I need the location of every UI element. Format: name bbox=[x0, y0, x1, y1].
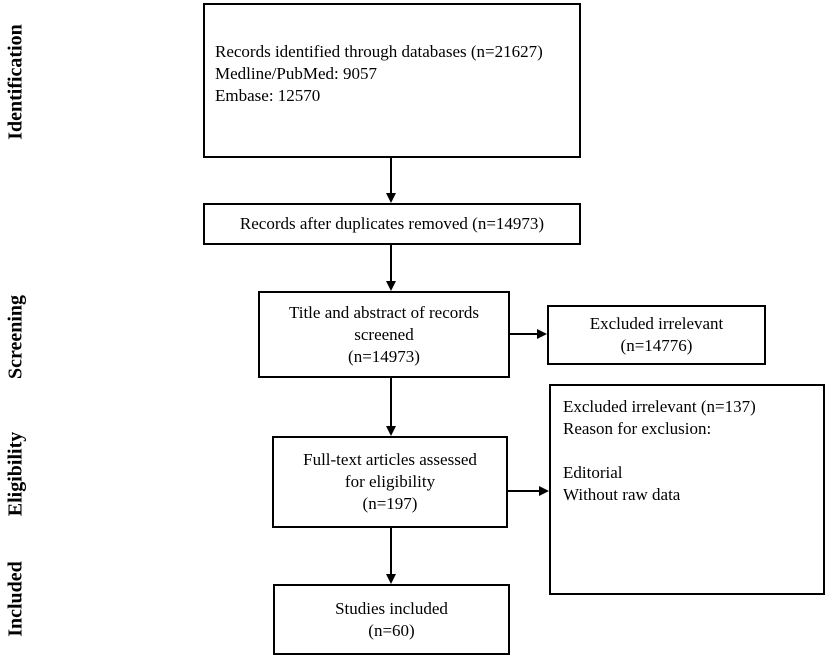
exclusion-reason-no-raw-data: Without raw data bbox=[563, 485, 681, 504]
excluded-screening-label: Excluded irrelevant bbox=[589, 314, 724, 333]
duplicates-removed-text: Records after duplicates removed (n=1497… bbox=[239, 214, 545, 233]
exclusion-reason-editorial: Editorial bbox=[563, 463, 623, 482]
screened-line2: screened bbox=[354, 324, 414, 344]
records-identified-total: Records identified through databases (n=… bbox=[215, 42, 543, 61]
duplicates-removed-box: Records after duplicates removed (n=1497… bbox=[203, 203, 581, 245]
excluded-screening-box: Excluded irrelevant (n=14776) bbox=[547, 305, 766, 365]
screened-line1: Title and abstract of records bbox=[288, 302, 480, 322]
studies-included-box: Studies included (n=60) bbox=[273, 584, 510, 655]
records-identified-embase: Embase: 12570 bbox=[215, 86, 321, 105]
fulltext-line2: for eligibility bbox=[344, 472, 436, 491]
studies-included-count: (n=60) bbox=[368, 620, 415, 640]
records-identified-box: Records identified through databases (n=… bbox=[203, 3, 581, 158]
exclusion-reason-heading: Reason for exclusion: bbox=[563, 419, 712, 438]
fulltext-count: (n=197) bbox=[362, 494, 418, 513]
records-identified-pubmed: Medline/PubMed: 9057 bbox=[215, 64, 377, 83]
excluded-screening-count: (n=14776) bbox=[620, 336, 693, 355]
fulltext-box: Full-text articles assessed for eligibil… bbox=[272, 436, 508, 528]
fulltext-line1: Full-text articles assessed bbox=[303, 450, 477, 469]
excluded-eligibility-box: Excluded irrelevant (n=137) Reason for e… bbox=[549, 384, 825, 595]
excluded-eligibility-count: Excluded irrelevant (n=137) bbox=[563, 397, 756, 416]
screened-box: Title and abstract of records screened (… bbox=[258, 291, 510, 378]
screened-count: (n=14973) bbox=[348, 346, 420, 366]
studies-included-label: Studies included bbox=[335, 598, 448, 618]
